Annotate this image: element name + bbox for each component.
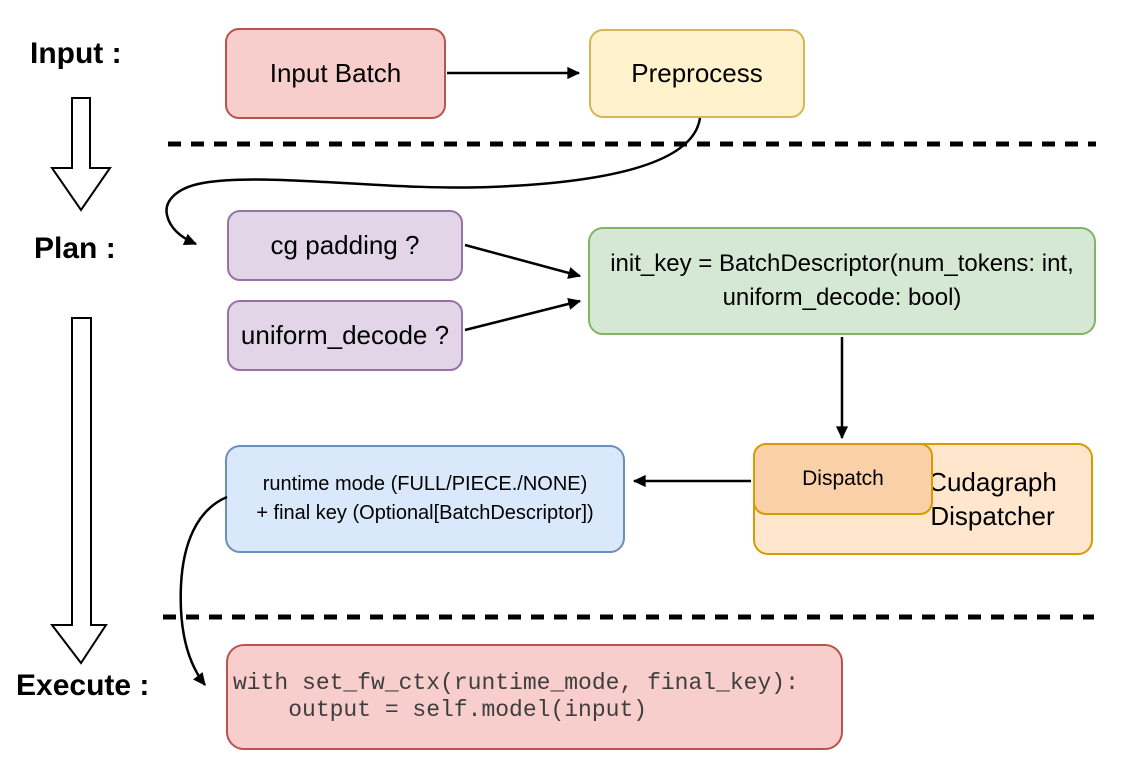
stage-label-execute: Execute : (16, 669, 150, 702)
node-init-key-line2: uniform_decode: bool) (722, 284, 962, 311)
node-dispatch: Dispatch (753, 443, 933, 515)
node-uniform-decode-label: uniform_decode ? (240, 320, 450, 350)
connector-uniformdecode-initkey (464, 297, 582, 332)
node-preprocess-label: Preprocess (631, 58, 763, 88)
node-init-key: init_key = BatchDescriptor(num_tokens: i… (588, 227, 1096, 335)
node-runtime-mode-line1: runtime mode (FULL/PIECE./NONE) (262, 473, 588, 495)
connector-cgpadding-initkey (464, 243, 582, 279)
node-preprocess: Preprocess (589, 29, 805, 118)
node-execute-code-line1: with set_fw_ctx(runtime_mode, final_key)… (233, 670, 799, 696)
node-init-key-line1: init_key = BatchDescriptor(num_tokens: i… (610, 250, 1074, 277)
node-runtime-mode-line2: + final key (Optional[BatchDescriptor]) (256, 502, 594, 524)
node-execute-code: with set_fw_ctx(runtime_mode, final_key)… (226, 644, 843, 750)
node-runtime-mode: runtime mode (FULL/PIECE./NONE) + final … (225, 445, 625, 553)
node-input-batch-label: Input Batch (269, 58, 402, 88)
node-cg-padding-label: cg padding ? (270, 230, 420, 260)
node-uniform-decode: uniform_decode ? (227, 300, 463, 371)
node-cg-padding: cg padding ? (227, 210, 463, 281)
node-cudagraph-line2: Dispatcher (930, 501, 1055, 531)
stage-label-input: Input : (30, 37, 122, 70)
connector-runtimemode-executecode (179, 495, 228, 686)
flow-arrow-input-plan (50, 97, 112, 212)
flow-arrow-plan-execute (49, 317, 108, 665)
stage-label-plan: Plan : (34, 232, 116, 265)
node-input-batch: Input Batch (225, 28, 446, 119)
node-dispatch-label: Dispatch (802, 467, 884, 490)
node-cudagraph-line1: Cudagraph (928, 467, 1057, 497)
node-execute-code-line2: output = self.model(input) (233, 697, 648, 723)
